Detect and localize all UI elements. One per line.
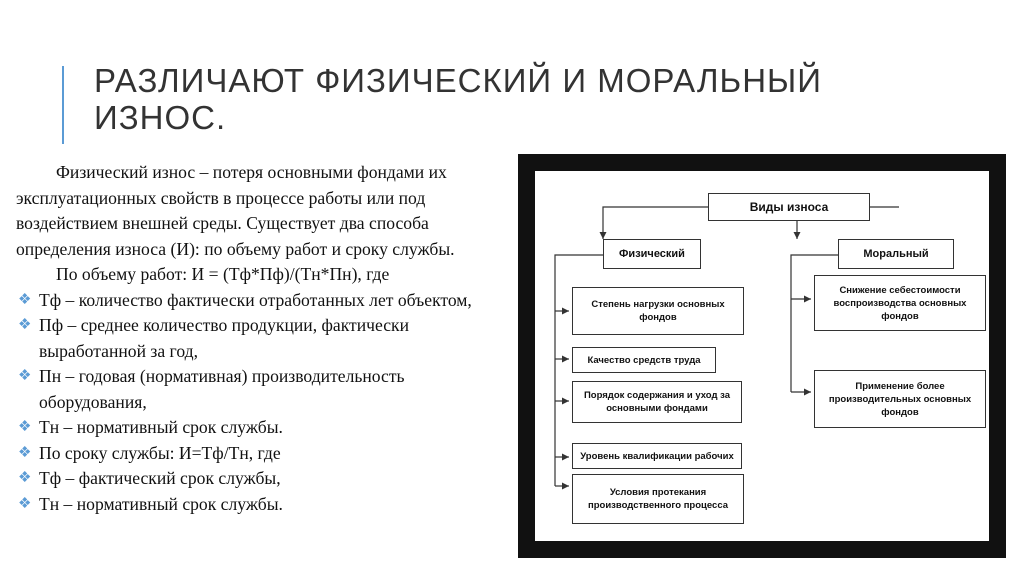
diamond-bullet-icon: ❖: [18, 444, 32, 461]
physical-wear-node: Физический: [603, 239, 701, 269]
physical-factor-node: Уровень квалификации рабочих: [572, 443, 742, 469]
title-accent-bar: [62, 66, 64, 144]
intro-paragraph: Физический износ – потеря основными фонд…: [16, 162, 455, 259]
slide-title: РАЗЛИЧАЮТ ФИЗИЧЕСКИЙ И МОРАЛЬНЫЙ ИЗНОС.: [94, 62, 822, 136]
diamond-bullet-icon: ❖: [18, 291, 32, 308]
moral-factor-node: Снижение себестоимости воспроизводства о…: [814, 275, 986, 331]
diamond-bullet-icon: ❖: [18, 419, 32, 435]
bullet-item: ❖Тф – количество фактически отработанных…: [16, 288, 514, 314]
diagram-canvas: Виды износа Физический Моральный Степень…: [532, 168, 992, 544]
bullet-item: ❖Тн – нормативный срок службы.: [16, 415, 514, 441]
diamond-bullet-icon: ❖: [18, 470, 32, 486]
formula-line: По объему работ: И = (Тф*Пф)/(Тн*Пн), гд…: [56, 264, 390, 284]
bullet-item: ❖Пн – годовая (нормативная) производител…: [18, 366, 405, 412]
diagram-root-node: Виды износа: [708, 193, 870, 221]
moral-wear-node: Моральный: [838, 239, 954, 269]
physical-factor-node: Условия протекания производственного про…: [572, 474, 744, 524]
physical-factor-node: Качество средств труда: [572, 347, 716, 373]
bullet-item: ❖Пф – среднее количество продукции, факт…: [18, 315, 409, 361]
physical-factor-node: Степень нагрузки основных фондов: [572, 287, 744, 335]
bullet-item: ❖Тн – нормативный срок службы.: [16, 492, 514, 518]
bullet-item: ❖По сроку службы: И=Тф/Тн, где: [16, 441, 514, 467]
diamond-bullet-icon: ❖: [18, 317, 32, 333]
body-text: Физический износ – потеря основными фонд…: [16, 160, 514, 517]
moral-factor-node: Применение более производительных основн…: [814, 370, 986, 428]
diagram-frame: Виды износа Физический Моральный Степень…: [518, 154, 1006, 558]
diamond-bullet-icon: ❖: [18, 495, 32, 512]
diamond-bullet-icon: ❖: [18, 368, 32, 384]
physical-factor-node: Порядок содержания и уход за основными ф…: [572, 381, 742, 423]
bullet-item: ❖Тф – фактический срок службы,: [16, 466, 514, 492]
